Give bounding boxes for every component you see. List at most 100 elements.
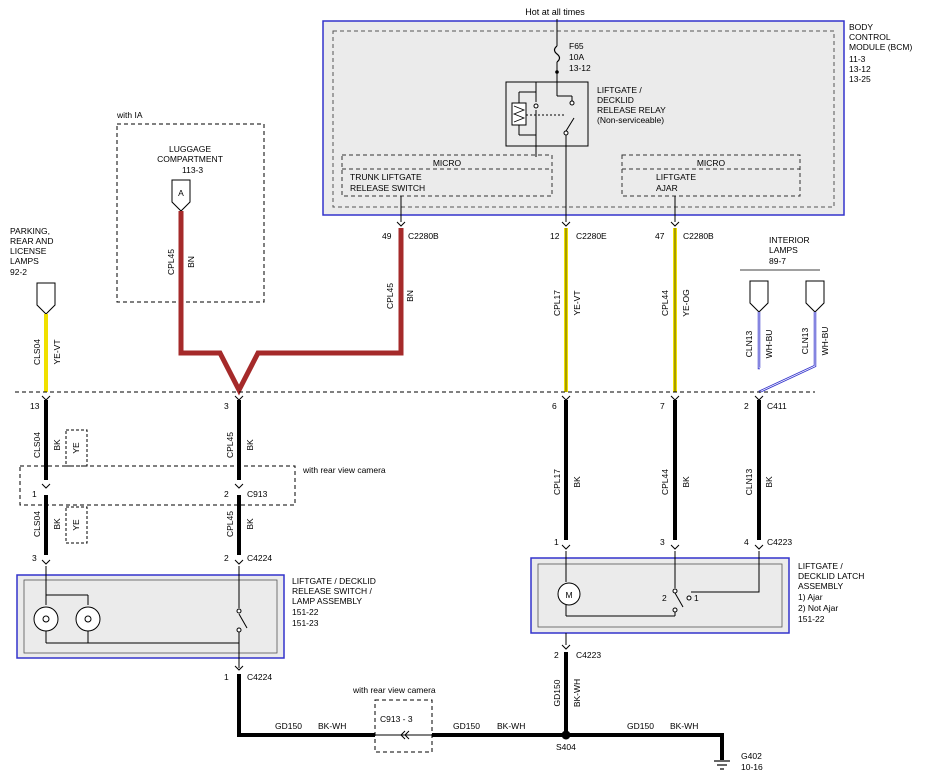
wire-label-bk-4: BK: [245, 518, 255, 530]
latch-assy-opt1: 1) Ajar: [798, 592, 823, 602]
c913-3-label: C913 - 3: [380, 714, 413, 724]
parking-line2: REAR AND: [10, 236, 53, 246]
wire-label-cls04-b: CLS04: [32, 432, 42, 458]
interior-line2: LAMPS: [769, 245, 798, 255]
wire-label-cls04-c: CLS04: [32, 511, 42, 537]
c913-pin-2: 2: [224, 489, 229, 499]
wire-gd150-ground: [432, 733, 724, 760]
wire-label-bk-6: BK: [681, 476, 691, 488]
wire-label-ye-vt-b: YE-VT: [572, 290, 582, 315]
pin-47-connector: C2280B: [683, 231, 714, 241]
hot-label: Hot at all times: [525, 7, 585, 17]
pin-49: 49: [382, 231, 392, 241]
wire-cpl45-bn: [178, 211, 404, 396]
c411-pin-3: 3: [224, 401, 229, 411]
wire-label-bk-5: BK: [572, 476, 582, 488]
micro2-line1: LIFTGATE: [656, 172, 696, 182]
c4224-pin-1: 1: [224, 672, 229, 682]
micro1-line2: RELEASE SWITCH: [350, 183, 425, 193]
c411-pin-6: 6: [552, 401, 557, 411]
switch-assy-line1: LIFTGATE / DECKLID: [292, 576, 376, 586]
pin-47: 47: [655, 231, 665, 241]
micro2-title: MICRO: [697, 158, 726, 168]
wire-label-bk-wh-a: BK-WH: [572, 679, 582, 707]
wire-label-bn-b: BN: [405, 290, 415, 302]
micro-box-trunk: [341, 154, 553, 197]
interior-ref: 89-7: [769, 256, 786, 266]
wire-label-gd150-c: GD150: [453, 721, 480, 731]
c411-pin-7: 7: [660, 401, 665, 411]
wire-label-bk-2: BK: [52, 518, 62, 530]
motor-icon: [557, 582, 581, 606]
wire-label-cln13-c: CLN13: [744, 469, 754, 496]
bcm-title-3: MODULE (BCM): [849, 42, 912, 52]
wire-label-cpl17-a: CPL17: [552, 290, 562, 316]
parking-line3: LICENSE: [10, 246, 47, 256]
bcm-title-1: BODY: [849, 22, 873, 32]
micro1-line1: TRUNK LIFTGATE: [350, 172, 422, 182]
wire-label-wh-bu-b: WH-BU: [820, 327, 830, 356]
wire-label-cln13-a: CLN13: [744, 331, 754, 358]
wire-label-cpl17-b: CPL17: [552, 469, 562, 495]
wire-label-bk-3: BK: [245, 439, 255, 451]
wire-label-gd150-a: GD150: [552, 679, 562, 706]
wire-label-gd150-d: GD150: [627, 721, 654, 731]
interior-connector-icon-1: [749, 280, 769, 313]
relay-label-3: RELEASE RELAY: [597, 105, 666, 115]
fuse-icon: [553, 45, 561, 63]
wire-label-cpl45-b: CPL45: [385, 283, 395, 309]
s404-label: S404: [556, 742, 576, 752]
interior-lamps: INTERIOR LAMPS 89-7: [740, 235, 825, 313]
relay-box: [505, 81, 589, 147]
luggage-ref: 113-3: [182, 165, 203, 175]
c4223-pin-2: 2: [554, 650, 559, 660]
c411-pin-13: 13: [30, 401, 40, 411]
interior-connector-icon-2: [805, 280, 825, 313]
ye-alt-box-2: [65, 506, 88, 544]
pin-12-connector: C2280E: [576, 231, 607, 241]
ajar-switch-icon: [674, 592, 684, 608]
wire-label-bk-wh-b: BK-WH: [318, 721, 346, 731]
latch-assy-line2: DECKLID LATCH: [798, 571, 864, 581]
release-switch-icon: [238, 613, 248, 629]
bcm-module: Hot at all times F65 10A 13-12 LIFTGATE …: [322, 7, 912, 216]
motor-label: M: [565, 590, 572, 600]
c4223-label-bottom: C4223: [576, 650, 601, 660]
wire-label-ye-a: YE: [71, 442, 81, 454]
luggage-line1: LUGGAGE: [169, 144, 211, 154]
c4223-pin-4: 4: [744, 537, 749, 547]
parking-line1: PARKING,: [10, 226, 50, 236]
switch-assy-line3: LAMP ASSEMBLY: [292, 596, 362, 606]
luggage-compartment: with IA LUGGAGE COMPARTMENT 113-3 A: [116, 110, 265, 303]
fuse-ref: 13-12: [569, 63, 591, 73]
latch-assy-opt2: 2) Not Ajar: [798, 603, 838, 613]
wire-label-bn-a: BN: [186, 256, 196, 268]
c4224-pin-3: 3: [32, 553, 37, 563]
parking-ref: 92-2: [10, 267, 27, 277]
relay-label-4: (Non-serviceable): [597, 115, 664, 125]
bcm-ref-3: 13-25: [849, 74, 871, 84]
c913-3-region: [374, 699, 433, 753]
switch-assy-ref1: 151-22: [292, 607, 319, 617]
relay-switch-icon: [565, 117, 575, 132]
wire-label-cpl45-c: CPL45: [225, 432, 235, 458]
parking-line4: LAMPS: [10, 256, 39, 266]
c411-label: C411: [767, 401, 787, 411]
latch-sw-1: 1: [694, 593, 699, 603]
ground-icon: [714, 760, 730, 770]
wire-gd150-switch: [237, 674, 375, 737]
wire-label-ye-og: YE-OG: [681, 289, 691, 316]
wire-label-bk-wh-c: BK-WH: [497, 721, 525, 731]
rear-camera-note-2: with rear view camera: [352, 685, 436, 695]
wire-label-cpl44-b: CPL44: [660, 469, 670, 495]
g402-ref: 10-16: [741, 762, 763, 772]
wire-label-cls04-a: CLS04: [32, 339, 42, 365]
wire-label-wh-bu-a: WH-BU: [764, 330, 774, 359]
micro2-line2: AJAR: [656, 183, 678, 193]
c4223-pin-1: 1: [554, 537, 559, 547]
wire-label-bk-7: BK: [764, 476, 774, 488]
wire-label-gd150-b: GD150: [275, 721, 302, 731]
parking-lamps: PARKING, REAR AND LICENSE LAMPS 92-2: [10, 226, 56, 315]
